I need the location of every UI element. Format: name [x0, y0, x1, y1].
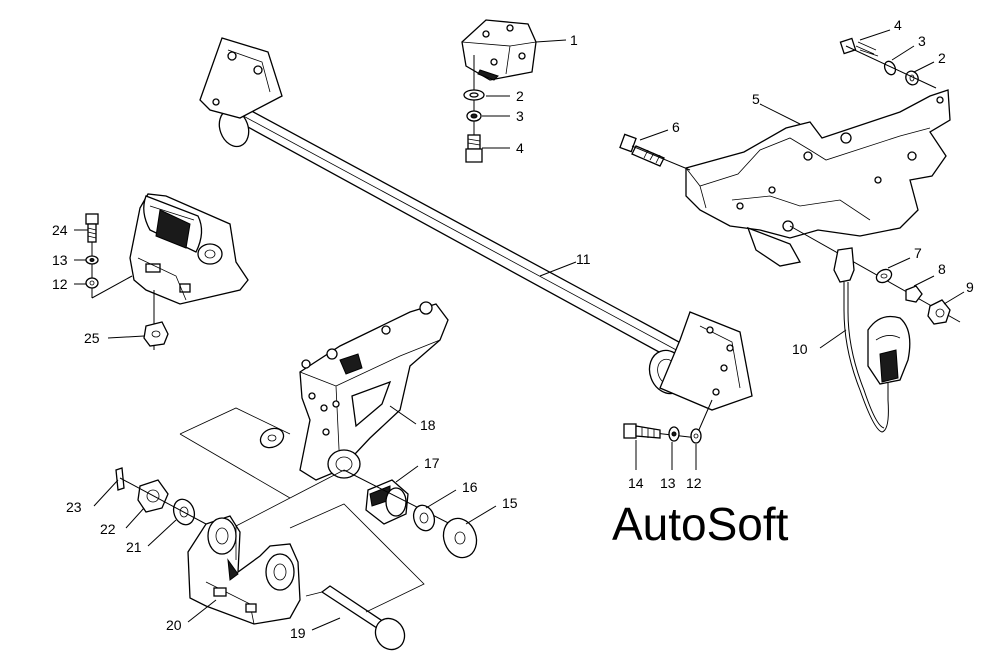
lock-washer-3-right: [883, 60, 897, 76]
nut-25: [143, 321, 169, 347]
washer-15: [442, 517, 478, 559]
callout-16: 16: [462, 479, 478, 495]
callout-22: 22: [100, 521, 116, 537]
washer-16: [412, 504, 436, 532]
callout-4-top: 4: [516, 140, 524, 156]
lower-clevis-bracket: [187, 515, 301, 625]
lock-washer-13-left: [85, 255, 99, 265]
callout-10: 10: [792, 341, 808, 357]
pin-guide-lines: [235, 503, 425, 613]
bolt-6: [619, 133, 665, 167]
washer-7: [875, 268, 893, 284]
washer-12-right: [690, 428, 702, 444]
callout-2-top: 2: [516, 88, 524, 104]
callout-2-right: 2: [938, 50, 946, 66]
right-tube-bracket: [659, 311, 753, 433]
safety-cable: [833, 247, 889, 433]
callout-13-left: 13: [52, 252, 68, 268]
callout-3-right: 3: [918, 33, 926, 49]
callout-23: 23: [66, 499, 82, 515]
bolt-24: [85, 213, 99, 243]
callout-17: 17: [424, 455, 440, 471]
nut-9: [927, 299, 951, 325]
bolt-4-top: [465, 134, 483, 163]
callout-13-right: 13: [660, 475, 676, 491]
callout-12-left: 12: [52, 276, 68, 292]
assembly-guide-lines: [179, 407, 345, 527]
callout-3-top: 3: [516, 108, 524, 124]
frame-bracket: [685, 89, 951, 267]
washer-2-top: [463, 89, 485, 101]
callout-8: 8: [938, 261, 946, 277]
callout-15: 15: [502, 495, 518, 511]
callout-labels: 1 2 3 4 4 3 2 5 6 7 8 9 10 11 24 13 12 2…: [52, 17, 974, 641]
leader-lines: [74, 29, 965, 631]
callout-25: 25: [84, 330, 100, 346]
washer-upper: [259, 427, 285, 449]
callout-21: 21: [126, 539, 142, 555]
callout-12-right: 12: [686, 475, 702, 491]
nut-8: [905, 285, 923, 303]
callout-19: 19: [290, 625, 306, 641]
washer-2-right: [905, 70, 919, 86]
left-hinge-bracket: [129, 193, 249, 305]
bolt-4-right: [839, 37, 879, 57]
lock-washer-13-right: [668, 426, 680, 442]
callout-1: 1: [570, 32, 578, 48]
callout-7: 7: [914, 245, 922, 261]
callout-18: 18: [420, 417, 436, 433]
pin-19: [320, 585, 406, 651]
cable-clamp: [867, 315, 911, 385]
bolt-14: [623, 423, 661, 439]
callout-11: 11: [576, 251, 591, 267]
callout-20: 20: [166, 617, 182, 633]
bushing-17: [365, 479, 409, 525]
callout-24: 24: [52, 222, 68, 238]
mount-bracket-18: [299, 301, 449, 481]
axle-tube: [218, 107, 692, 395]
top-mount-block: [461, 19, 537, 81]
cotter-pin-23: [115, 467, 125, 491]
brand-watermark: AutoSoft: [612, 498, 789, 550]
callout-5: 5: [752, 91, 760, 107]
washer-12-left: [85, 277, 99, 289]
callout-9: 9: [966, 279, 974, 295]
callout-4-right: 4: [894, 17, 902, 33]
callout-14: 14: [628, 475, 644, 491]
left-tube-bracket: [199, 37, 283, 119]
lock-washer-3-top: [466, 110, 482, 122]
callout-6: 6: [672, 119, 680, 135]
